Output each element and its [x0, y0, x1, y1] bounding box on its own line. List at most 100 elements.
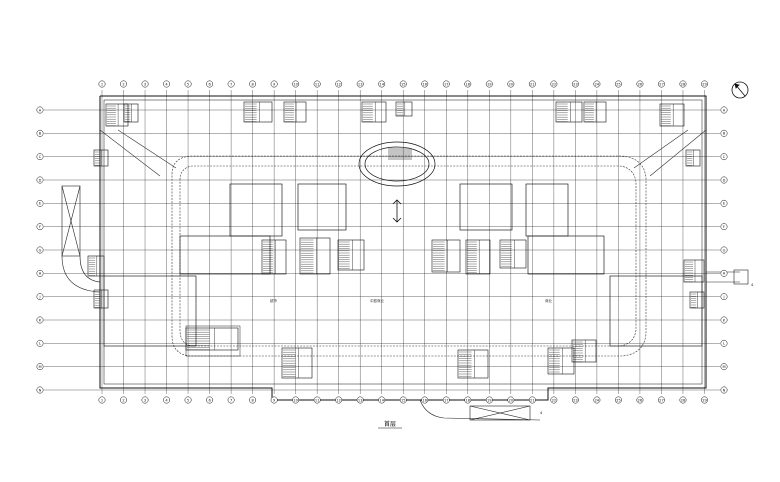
svg-text:G: G — [723, 248, 726, 252]
axis-bubble-col: 3 — [141, 80, 149, 88]
axis-bubble-row: G — [36, 246, 44, 254]
axis-bubble-col: 21 — [528, 80, 536, 88]
room-label-zone-a: 超市 — [270, 298, 278, 303]
axis-bubble-col: 26 — [636, 396, 644, 404]
axis-bubble-col: 19 — [485, 80, 493, 88]
stair-core-icon — [123, 103, 139, 123]
stair-core-icon — [583, 101, 607, 123]
svg-text:16: 16 — [422, 82, 427, 86]
axis-bubble-col: 26 — [636, 80, 644, 88]
interior-loop-corridor — [99, 129, 707, 357]
axis-bubble-col: 16 — [421, 80, 429, 88]
axis-bubble-col: 2 — [120, 396, 127, 404]
svg-text:N: N — [39, 388, 42, 392]
axis-bubble-col: 11 — [313, 80, 321, 88]
svg-text:14: 14 — [379, 398, 384, 402]
svg-text:25: 25 — [616, 398, 621, 402]
svg-text:8: 8 — [251, 398, 254, 402]
axis-bubble-row: A — [720, 106, 728, 114]
svg-text:D: D — [39, 178, 42, 182]
axis-bubble-col: 29 — [701, 80, 708, 88]
svg-text:6: 6 — [208, 398, 211, 402]
svg-text:B: B — [39, 132, 42, 136]
axis-bubble-col: 14 — [378, 80, 386, 88]
room-label-zone-c: 商业 — [545, 298, 553, 303]
svg-text:8: 8 — [251, 82, 254, 86]
north-arrow-icon — [731, 81, 749, 99]
stair-core-icon — [571, 339, 597, 363]
svg-text:28: 28 — [681, 82, 686, 86]
svg-text:26: 26 — [638, 398, 643, 402]
axis-bubble-col: 9 — [270, 80, 278, 88]
svg-text:B: B — [723, 132, 726, 136]
svg-text:29: 29 — [702, 82, 707, 86]
stair-core-icon — [261, 239, 287, 275]
entrance-label-bottom: 4 — [540, 411, 543, 415]
svg-text:16: 16 — [422, 398, 427, 402]
drawing-title: 首层 — [384, 420, 396, 428]
service-cores — [87, 101, 705, 379]
axis-bubble-row: M — [36, 363, 44, 371]
grid-axis-bubbles: 1122334455667788991010111112121313141415… — [36, 80, 728, 404]
stair-core-icon — [337, 239, 365, 271]
svg-text:A: A — [723, 108, 726, 112]
stair-core-icon — [457, 349, 489, 379]
axis-bubble-row: G — [720, 246, 728, 254]
svg-text:C: C — [39, 155, 42, 159]
axis-bubble-col: 25 — [614, 80, 622, 88]
axis-bubble-row: K — [36, 316, 44, 324]
svg-text:D: D — [723, 178, 726, 182]
svg-text:23: 23 — [573, 398, 578, 402]
exterior-walls — [99, 95, 707, 401]
axis-bubble-col: 8 — [249, 80, 257, 88]
axis-bubble-col: 9 — [270, 396, 278, 404]
axis-bubble-row: D — [36, 176, 44, 184]
room-label-zone-b: 中庭商业 — [370, 298, 384, 303]
axis-bubble-row: M — [720, 363, 728, 371]
axis-bubble-col: 8 — [249, 396, 257, 404]
stair-core-icon — [87, 255, 105, 277]
svg-text:K: K — [39, 318, 42, 322]
stair-core-icon — [499, 239, 527, 269]
axis-bubble-col: 17 — [442, 80, 450, 88]
stair-core-icon — [361, 101, 387, 123]
axis-bubble-row: A — [36, 106, 44, 114]
svg-text:27: 27 — [659, 398, 664, 402]
svg-text:5: 5 — [187, 398, 189, 402]
axis-bubble-row: C — [720, 153, 728, 161]
svg-text:20: 20 — [509, 398, 514, 402]
axis-bubble-col: 22 — [550, 80, 558, 88]
svg-text:24: 24 — [595, 82, 600, 86]
svg-text:18: 18 — [466, 398, 471, 402]
axis-bubble-row: L — [36, 339, 44, 347]
svg-text:13: 13 — [358, 398, 363, 402]
svg-text:11: 11 — [315, 398, 320, 402]
axis-bubble-col: 7 — [227, 80, 235, 88]
svg-text:10: 10 — [293, 398, 298, 402]
stair-core-icon — [395, 101, 413, 117]
svg-text:21: 21 — [530, 398, 535, 402]
axis-bubble-col: 23 — [571, 80, 579, 88]
axis-bubble-row: K — [720, 316, 728, 324]
axis-bubble-row: C — [36, 153, 44, 161]
svg-text:J: J — [38, 295, 40, 299]
svg-text:25: 25 — [616, 82, 621, 86]
svg-text:9: 9 — [273, 82, 276, 86]
svg-text:10: 10 — [293, 82, 298, 86]
svg-text:J: J — [722, 295, 724, 299]
bottom-ramp — [419, 399, 541, 421]
axis-bubble-col: 25 — [614, 396, 622, 404]
svg-text:4: 4 — [165, 82, 168, 86]
axis-bubble-row: B — [36, 129, 44, 137]
axis-bubble-col: 20 — [507, 80, 515, 88]
stair-core-icon — [243, 101, 273, 123]
svg-text:F: F — [39, 225, 41, 229]
axis-bubble-col: 20 — [507, 396, 515, 404]
stair-core-icon — [659, 103, 685, 127]
svg-text:15: 15 — [401, 82, 406, 86]
svg-text:19: 19 — [487, 398, 492, 402]
stair-core-icon — [93, 289, 109, 309]
stair-core-icon — [465, 239, 491, 275]
axis-bubble-col: 2 — [120, 80, 127, 88]
svg-text:3: 3 — [144, 82, 146, 86]
